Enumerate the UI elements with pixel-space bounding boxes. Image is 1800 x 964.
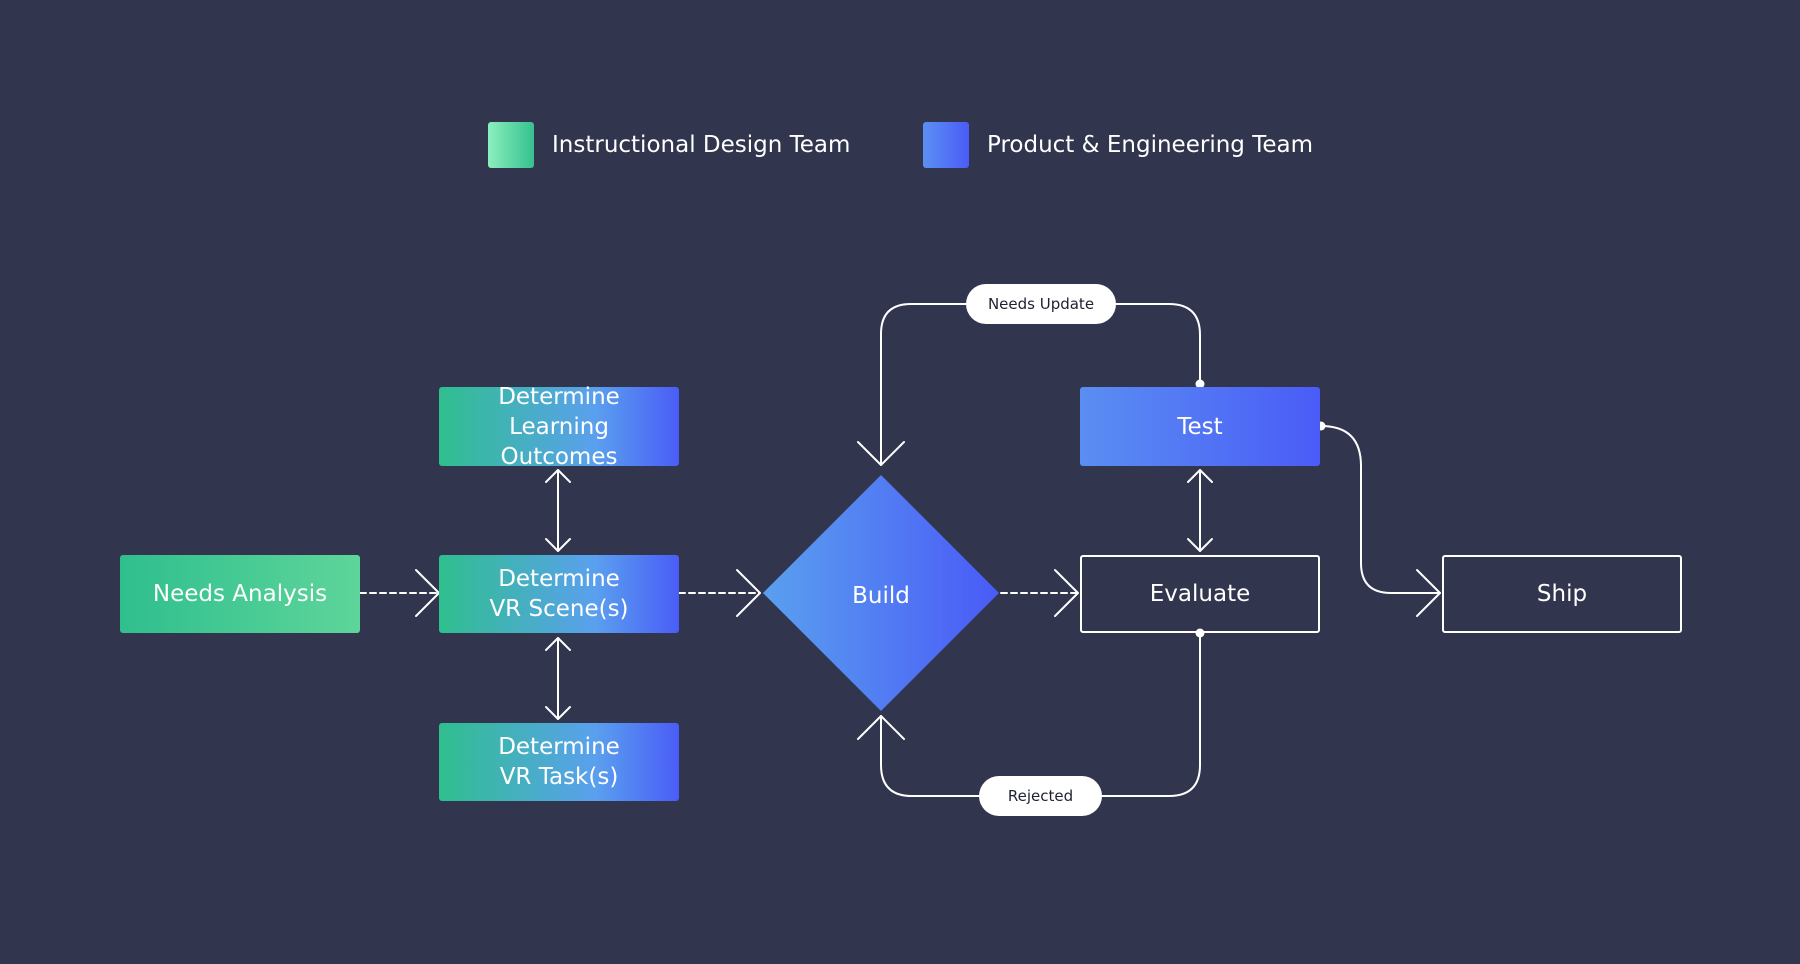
node-evaluate-label: Evaluate	[1149, 581, 1251, 607]
node-vr-tasks[interactable]: Determine VR Task(s)	[439, 723, 679, 801]
node-build-label: Build	[852, 583, 910, 609]
arrowhead-build	[736, 569, 761, 617]
legend-label-product: Product & Engineering Team	[987, 131, 1313, 158]
connector-dot-test-top	[1195, 379, 1205, 389]
node-evaluate[interactable]: Evaluate	[1080, 555, 1320, 633]
node-ship-label: Ship	[1536, 581, 1588, 607]
arrowhead-scenes-down	[545, 538, 571, 552]
node-vr-scenes[interactable]: Determine VR Scene(s)	[439, 555, 679, 633]
arrowhead-tasks-down	[545, 706, 571, 720]
edge-label-rejected: Rejected	[979, 776, 1102, 816]
arrowhead-evaluate	[1054, 569, 1079, 617]
arrowhead-test-up	[1187, 469, 1213, 483]
arrowhead-ship	[1416, 569, 1441, 617]
arrowhead-build-top	[857, 441, 905, 466]
node-needs-analysis-label: Needs Analysis	[152, 581, 328, 607]
legend-instructional: Instructional Design Team	[488, 121, 850, 168]
connector-dot-evaluate-bottom	[1195, 628, 1205, 638]
node-learning-outcomes[interactable]: Determine Learning Outcomes	[439, 384, 679, 470]
edge-label-rejected-text: Rejected	[1007, 787, 1074, 805]
edge-label-needs-update-text: Needs Update	[987, 295, 1095, 313]
node-learning-outcomes-label: Determine Learning Outcomes	[498, 383, 620, 470]
arrowhead-outcomes-up	[545, 469, 571, 483]
legend-product: Product & Engineering Team	[923, 121, 1313, 168]
node-vr-tasks-label: Determine VR Task(s)	[498, 734, 620, 790]
node-needs-analysis[interactable]: Needs Analysis	[120, 555, 360, 633]
build-diamond-shape[interactable]	[763, 475, 999, 711]
edge-test-to-ship	[1320, 425, 1441, 594]
arrowhead-scenes-up	[545, 637, 571, 651]
node-vr-scenes-label: Determine VR Scene(s)	[489, 566, 629, 622]
legend-swatch-instructional	[488, 121, 534, 168]
node-test[interactable]: Test	[1080, 387, 1320, 466]
arrowhead-build-bottom	[857, 715, 905, 740]
node-ship[interactable]: Ship	[1442, 555, 1682, 633]
legend-swatch-product	[923, 121, 969, 168]
edge-label-needs-update: Needs Update	[966, 284, 1116, 324]
node-test-label: Test	[1177, 413, 1223, 440]
legend-label-instructional: Instructional Design Team	[552, 131, 851, 158]
arrowhead-evaluate-down	[1187, 538, 1213, 552]
